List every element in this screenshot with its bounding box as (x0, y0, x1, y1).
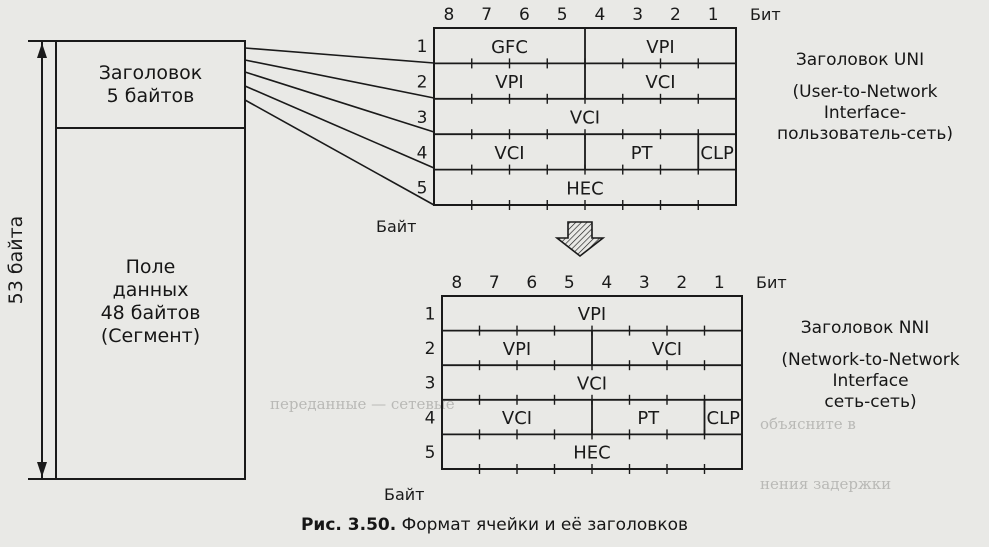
uni-byte-number: 2 (417, 72, 428, 92)
nni-field-vpi: VPI (578, 304, 606, 325)
nni-bit-number: 1 (714, 273, 725, 293)
total-length-label: 53 байта (5, 216, 27, 305)
uni-byte-label: Байт (376, 217, 417, 236)
uni-field-vci: VCI (494, 143, 524, 164)
nni-byte-number: 1 (425, 305, 436, 325)
background-bleed: нения задержки (760, 475, 892, 493)
uni-description: (User-to-Network Interface- пользователь… (776, 82, 954, 144)
nni-field-clp: CLP (707, 408, 741, 429)
nni-bit-number: 7 (489, 273, 500, 293)
total-length-arrow (28, 40, 57, 480)
uni-byte-number: 3 (417, 108, 428, 128)
uni-title: Заголовок UNI (795, 50, 925, 70)
figure-title: Формат ячейки и её заголовков (396, 515, 689, 535)
uni-bit-number: 7 (481, 5, 492, 25)
nni-bit-number: 3 (639, 273, 650, 293)
nni-field-vpi: VPI (503, 339, 531, 360)
uni-field-vci: VCI (645, 72, 675, 93)
uni-byte-number: 1 (417, 37, 428, 57)
nni-bit-label: Бит (756, 273, 787, 292)
nni-byte-number: 2 (425, 339, 436, 359)
nni-title: Заголовок NNI (800, 318, 930, 338)
cell-box (55, 40, 246, 480)
figure-number: Рис. 3.50. (300, 515, 397, 535)
nni-bit-number: 4 (601, 273, 612, 293)
uni-bit-number: 6 (519, 5, 530, 25)
uni-byte-number: 4 (417, 143, 428, 163)
nni-bit-number: 5 (564, 273, 575, 293)
uni-field-gfc: GFC (491, 37, 528, 58)
nni-field-pt: PT (637, 408, 660, 429)
nni-bit-number: 6 (526, 273, 537, 293)
header-fan-lines (244, 47, 435, 206)
cell-header-label: Заголовок 5 байтов (98, 62, 203, 107)
nni-byte-number: 4 (425, 408, 436, 428)
uni-field-vpi: VPI (495, 72, 523, 93)
uni-bit-number: 5 (557, 5, 568, 25)
uni-bit-number: 4 (594, 5, 605, 25)
nni-field-vci: VCI (502, 408, 532, 429)
nni-field-hec: HEC (573, 443, 610, 464)
background-bleed: объясните в (760, 415, 856, 433)
nni-byte-label: Байт (384, 485, 425, 504)
uni-field-vpi: VPI (646, 37, 674, 58)
uni-bit-number: 3 (632, 5, 643, 25)
uni-field-clp: CLP (700, 143, 734, 164)
figure-caption: Рис. 3.50. Формат ячейки и её заголовков (0, 515, 989, 535)
transform-arrow-icon (554, 221, 606, 258)
uni-bit-number: 1 (708, 5, 719, 25)
nni-field-vci: VCI (652, 339, 682, 360)
uni-bit-label: Бит (750, 5, 781, 24)
nni-byte-number: 5 (425, 443, 436, 463)
nni-field-vci: VCI (577, 373, 607, 394)
nni-description: (Network-to-Network Interface сеть-сеть) (781, 350, 960, 412)
cell-payload-label: Поле данных 48 байтов (Сегмент) (100, 256, 201, 347)
uni-field-vci: VCI (570, 108, 600, 129)
nni-bit-number: 2 (676, 273, 687, 293)
uni-bit-number: 2 (670, 5, 681, 25)
uni-bit-number: 8 (443, 5, 454, 25)
uni-field-hec: HEC (566, 178, 603, 199)
nni-bit-number: 8 (451, 273, 462, 293)
nni-byte-number: 3 (425, 374, 436, 394)
uni-field-pt: PT (631, 143, 654, 164)
uni-byte-number: 5 (417, 179, 428, 199)
background-bleed: переданные — сетевые (270, 395, 455, 413)
